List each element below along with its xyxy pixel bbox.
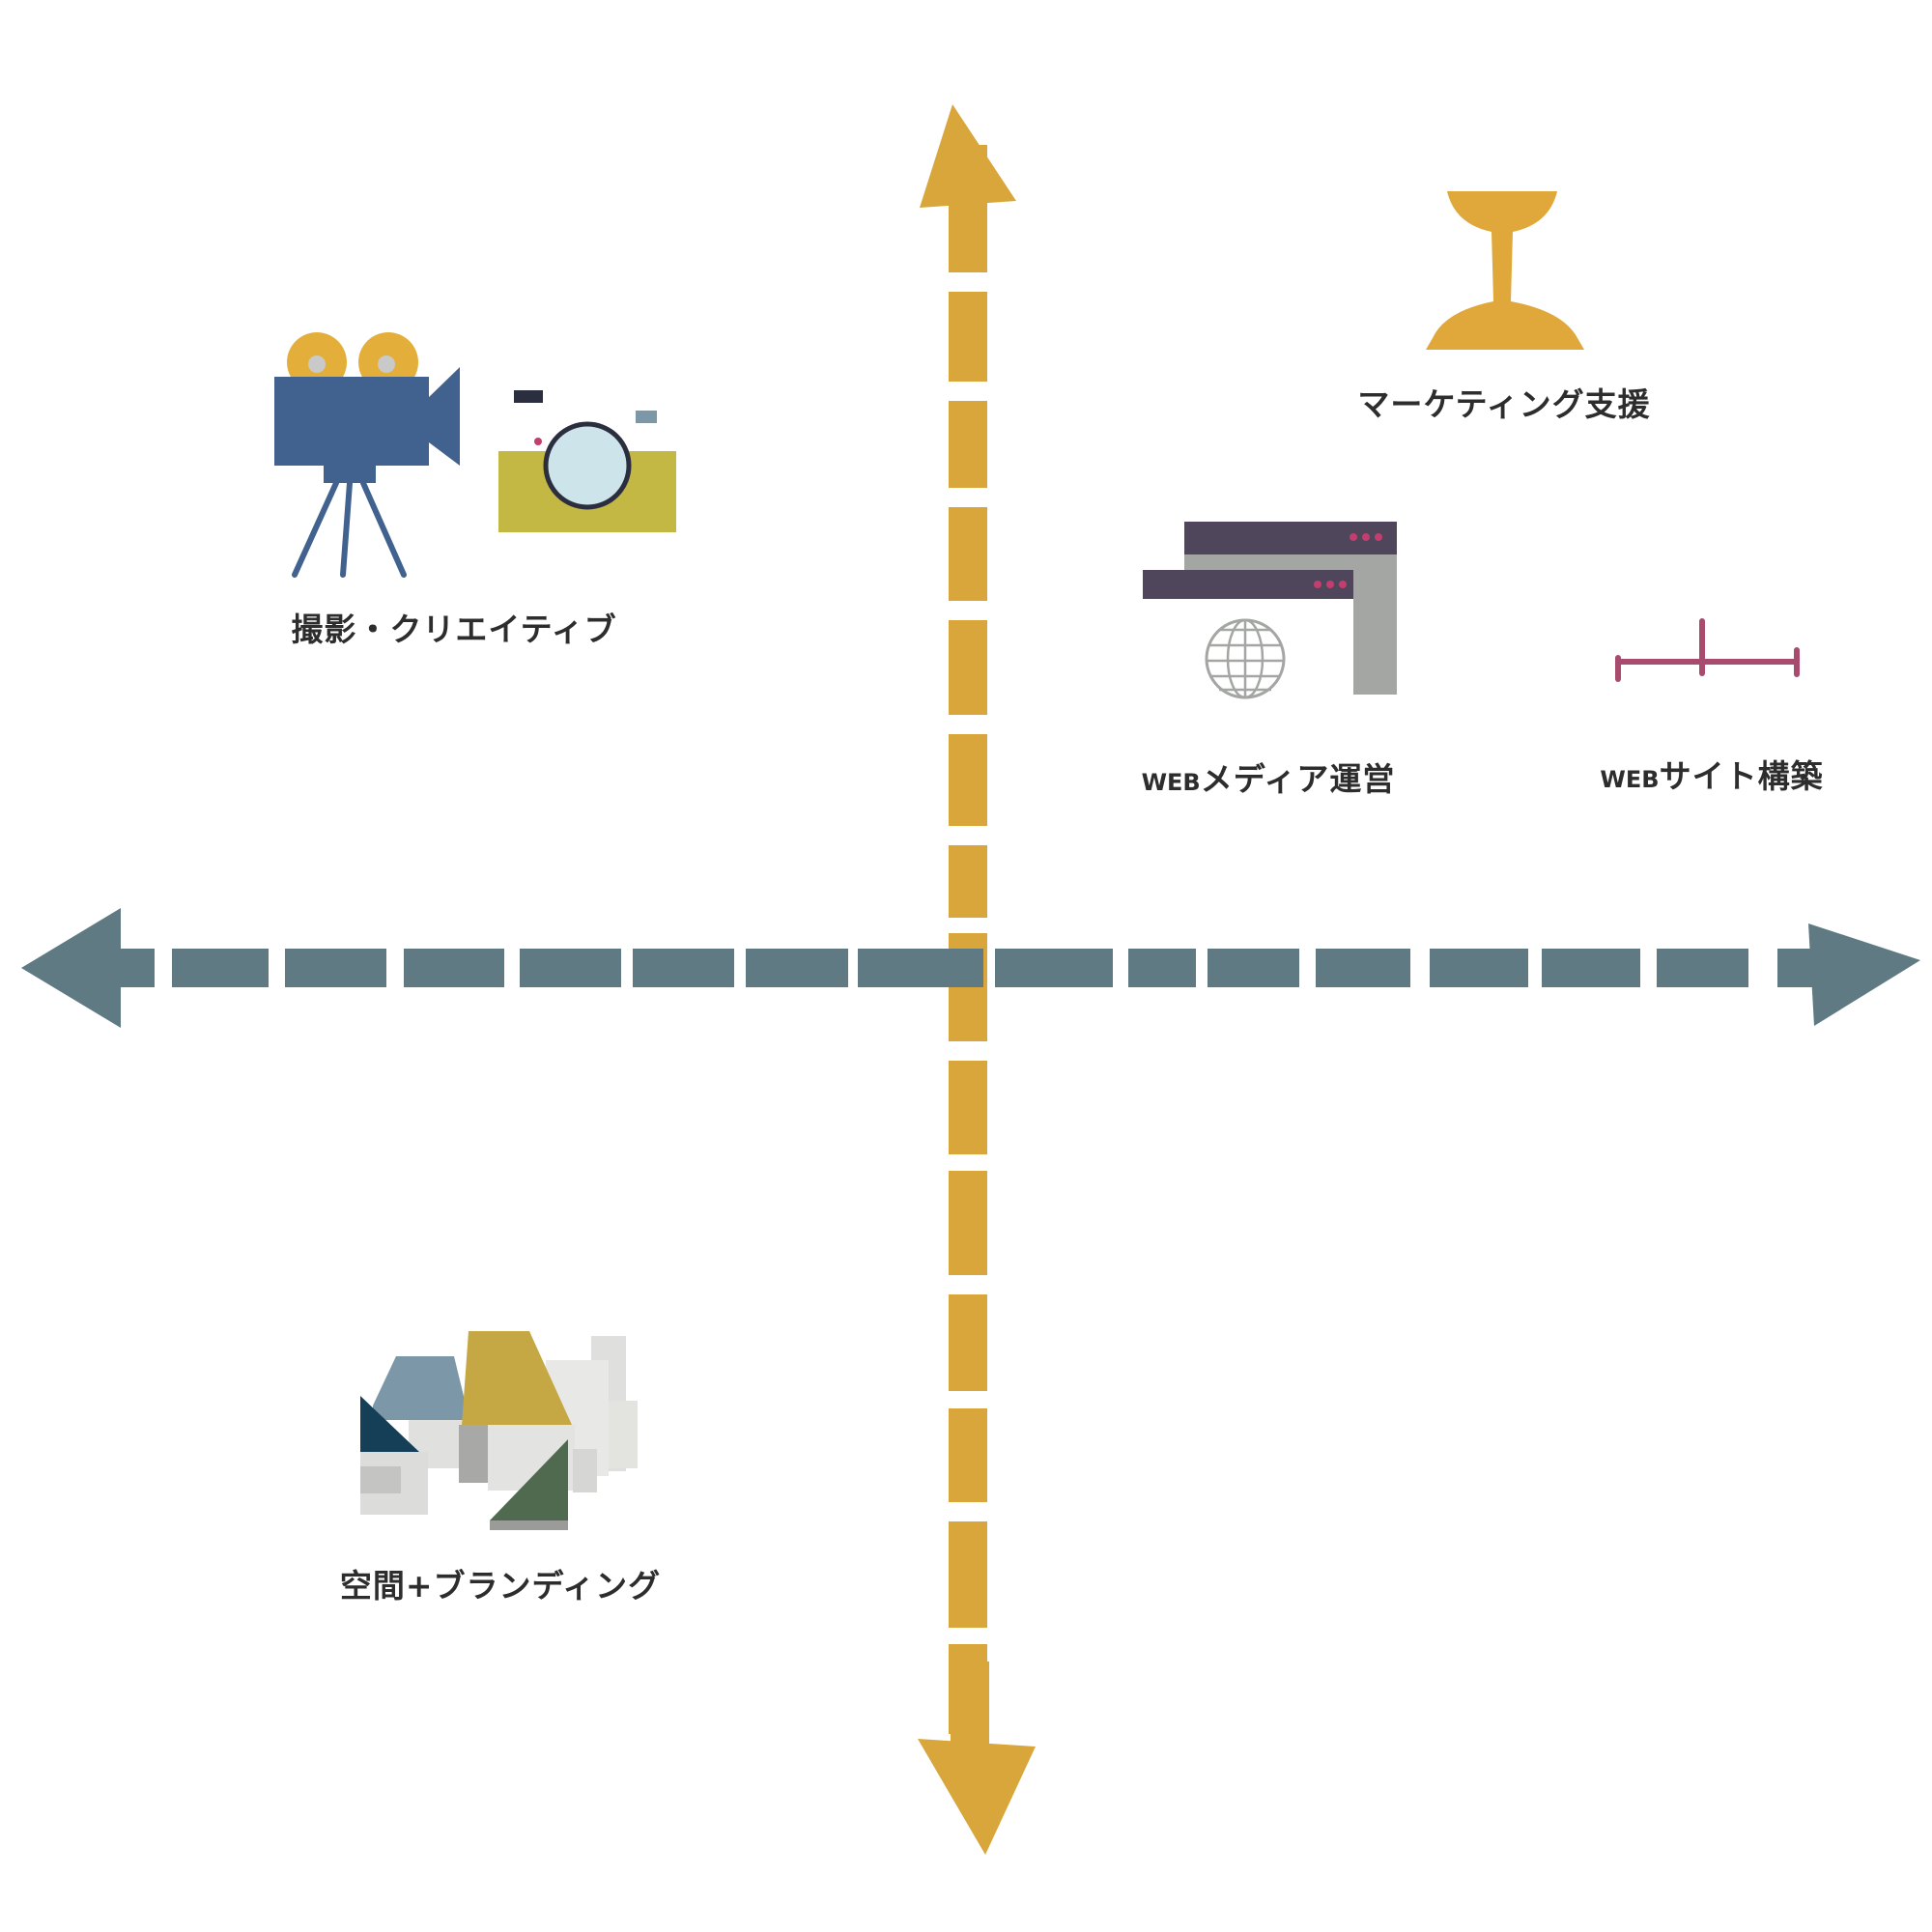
vertical-axis-dash	[949, 845, 987, 918]
vertical-axis-dash	[949, 1521, 987, 1628]
vertical-axis-dash	[949, 1408, 987, 1502]
left-arrow-stem	[106, 949, 145, 987]
globe-icon	[1205, 618, 1286, 699]
horizontal-axis-dash	[1657, 949, 1748, 987]
horizontal-axis	[21, 908, 1920, 1028]
horizontal-axis-dash	[285, 949, 386, 987]
label-space-branding: 空間+ブランディング	[340, 1567, 661, 1605]
vertical-axis-dash	[949, 734, 987, 826]
vertical-axis-dash	[949, 1294, 987, 1391]
label-web-site-suffix: サイト構築	[1660, 757, 1824, 795]
horizontal-axis-dash	[1430, 949, 1528, 987]
vertical-axis	[918, 104, 1036, 1855]
vertical-axis-dash	[949, 1061, 987, 1154]
down-arrow-stem	[951, 1662, 989, 1758]
left-arrow-head	[21, 908, 121, 1028]
label-creative: 撮影・クリエイティブ	[291, 611, 616, 648]
vertical-axis-dash	[949, 292, 987, 382]
photo-camera-icon	[498, 390, 676, 532]
horizontal-axis-dash	[172, 949, 269, 987]
vertical-axis-dash	[949, 620, 987, 715]
horizontal-axis-dash	[995, 949, 1113, 987]
vertical-axis-dash	[949, 507, 987, 601]
up-arrow-stem	[949, 145, 987, 251]
video-camera-icon	[274, 332, 460, 578]
horizontal-axis-dash	[520, 949, 621, 987]
right-arrow-stem	[1777, 949, 1826, 987]
label-marketing: マーケティング支援	[1357, 385, 1650, 423]
horizontal-axis-dash	[1128, 949, 1196, 987]
vertical-axis-dash	[949, 401, 987, 488]
horizontal-axis-dash	[1316, 949, 1410, 987]
horizontal-axis-dash	[1542, 949, 1640, 987]
funnel-icon	[1426, 191, 1584, 350]
label-web-media: WEBメディア運営	[1142, 760, 1396, 798]
horizontal-axis-dash	[404, 949, 504, 987]
down-arrow-head	[918, 1739, 1036, 1855]
browser-windows-icon	[1143, 522, 1397, 707]
horizontal-axis-dash	[858, 949, 983, 987]
sitemap-icon	[1615, 618, 1800, 682]
vertical-axis-dash	[949, 1171, 987, 1275]
label-web-media-suffix: メディア運営	[1201, 760, 1396, 798]
buildings-icon	[360, 1331, 638, 1530]
label-web-media-prefix: WEB	[1142, 769, 1201, 796]
label-web-site: WEBサイト構築	[1600, 757, 1823, 795]
label-web-site-prefix: WEB	[1600, 766, 1659, 793]
horizontal-axis-dash	[746, 949, 848, 987]
horizontal-axis-dash	[1208, 949, 1299, 987]
right-arrow-head	[1808, 923, 1920, 1026]
horizontal-axis-dash	[633, 949, 734, 987]
